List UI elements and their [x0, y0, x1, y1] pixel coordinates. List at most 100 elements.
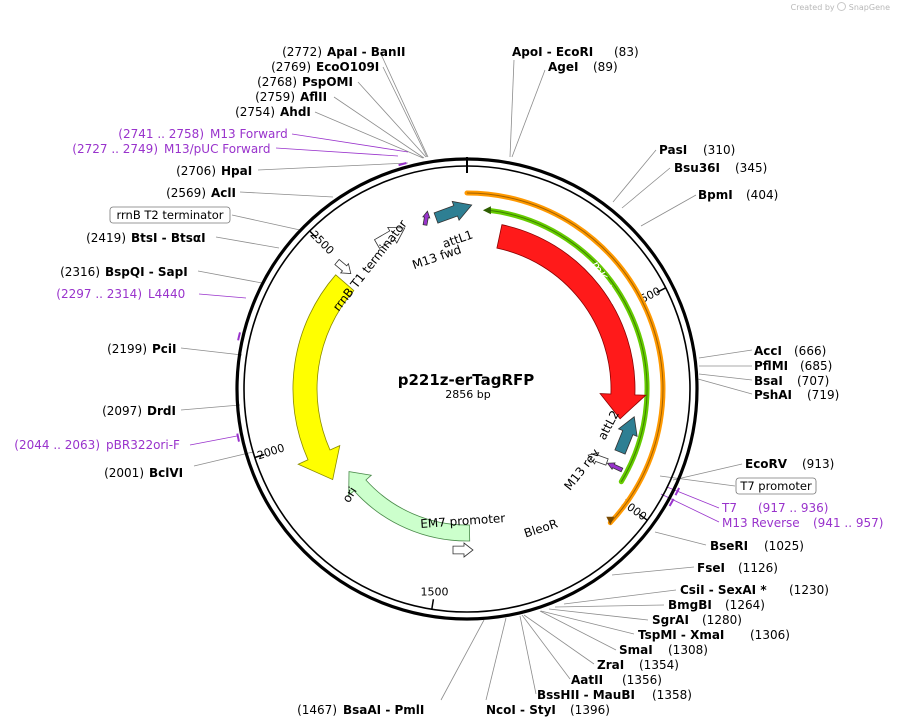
feature-label-m13-rev: M13 rev [561, 446, 602, 493]
site-bclvi: (2001) BclVI [104, 466, 183, 480]
site-bseri: BseRI(1025) [710, 539, 804, 553]
orange-feature-arc-core [466, 192, 664, 524]
site-agei: AgeI (89) [548, 60, 618, 74]
primer-pbr322ori-f: (2044 .. 2063)pBR322ori-F [14, 438, 180, 452]
primer-range: (917 .. 936) [758, 501, 828, 515]
site-position: (1358) [652, 688, 692, 702]
scale-tick-1500 [431, 599, 435, 610]
site-name: AflII [300, 90, 327, 104]
primer-range: (2727 .. 2749) [72, 142, 158, 156]
site-position: (2199) [107, 342, 147, 356]
scale-tick-2500 [309, 230, 318, 239]
m13-fwd-arrow [422, 210, 431, 226]
primer-m13-puc-forward: (2727 .. 2749)M13/pUC Forward [72, 142, 270, 156]
bleor-arrow [348, 471, 471, 542]
plasmid-name: p221z-erTagRFP [398, 371, 535, 389]
site-bspqi-sapi: (2316) BspQI - SapI [60, 265, 188, 279]
site-zrai: ZraI(1354) [597, 658, 679, 672]
site-apai-banii: (2772)ApaI - BanII [282, 45, 405, 59]
site-name: EcoRV [745, 457, 788, 471]
site-ncoi-styi: NcoI - StyI(1396) [486, 703, 610, 717]
site-name: BmgBI [668, 598, 712, 612]
site-hpai: (2706)HpaI [176, 164, 252, 178]
site-position: (1356) [622, 673, 662, 687]
site-name: PshAI [754, 388, 792, 402]
site-position: (89) [593, 60, 618, 74]
site-name: SmaI [619, 643, 653, 657]
site-name: BssHII - MauBI [537, 688, 635, 702]
site-name: AgeI [548, 60, 578, 74]
site-position: (1025) [764, 539, 804, 553]
site-name: DrdI [147, 404, 176, 418]
snapgene-logo-icon [837, 2, 847, 11]
site-position: (1126) [738, 561, 778, 575]
site-drdi: (2097)DrdI [102, 404, 176, 418]
feature-label-em7-promoter: EM7 promoter [420, 511, 506, 531]
attl2-arrow [614, 416, 638, 455]
primer-l4440: (2297 .. 2314)L4440 [56, 287, 185, 301]
primer-leader-lines [189, 133, 720, 523]
site-name: Bsu36I [674, 161, 720, 175]
site-bsshii-maubi: BssHII - MauBI (1358) [537, 688, 692, 702]
scale-tick-label: 2000 [256, 441, 287, 462]
primer-t7: T7(917 .. 936) [721, 501, 828, 515]
green-arc-head [482, 206, 491, 215]
feature-label-m13-fwd: M13 fwd [410, 242, 463, 272]
site-name: PasI [659, 143, 687, 157]
site-position: (2316) [60, 265, 100, 279]
site-pshai: PshAI(719) [754, 388, 839, 402]
site-position: (666) [794, 344, 826, 358]
site-position: (1230) [789, 583, 829, 597]
feature-label-attl2: attL2 [595, 408, 622, 442]
site-position: (2706) [176, 164, 216, 178]
right-enzyme-sites: ApoI - EcoRI(83) AgeI(89) PasI(310) Bsu3… [486, 45, 839, 717]
site-position: (2419) [86, 231, 126, 245]
orange-arc-head [606, 516, 615, 525]
site-name: PspOMI [302, 75, 353, 89]
t7-promoter-arrow [587, 452, 609, 466]
site-bsai: BsaI(707) [754, 374, 829, 388]
site-pcii: (2199)PciI [107, 342, 176, 356]
primer-range: (2044 .. 2063) [14, 438, 100, 452]
site-name: ZraI [597, 658, 624, 672]
site-name: BtsI - BtsαI [131, 231, 206, 245]
site-position: (2569) [166, 186, 206, 200]
site-position: (2772) [282, 45, 322, 59]
site-name: BsaI [754, 374, 783, 388]
primer-m13-reverse: M13 Reverse(941 .. 957) [722, 516, 883, 530]
site-name: AatII [571, 673, 603, 687]
site-bmgbi: BmgBI(1264) [668, 598, 765, 612]
m13-rev-arrow [606, 462, 624, 473]
primer-mark-t7 [674, 487, 681, 496]
site-position: (2001) [104, 466, 144, 480]
rrnb-t2-terminator-label: rrnB T2 terminator [117, 208, 224, 222]
green-feature-arc-core [488, 209, 648, 482]
site-name: SgrAI [652, 613, 689, 627]
scale-tick-500 [656, 287, 667, 294]
scale-tick-1000 [638, 513, 648, 521]
site-position: (345) [735, 161, 767, 175]
site-name: AccI [754, 344, 782, 358]
feature-layer [236, 162, 681, 558]
site-acli: (2569)AclI [166, 186, 236, 200]
primer-mark-l4440 [237, 332, 241, 341]
left-primers: (2741 .. 2758)M13 Forward (2727 .. 2749)… [14, 127, 287, 452]
site-ecoo109i: (2769)EcoO109I [271, 60, 379, 74]
left-enzyme-sites: (2772)ApaI - BanII (2769)EcoO109I (2768)… [60, 45, 405, 480]
primer-m13-forward: (2741 .. 2758)M13 Forward [118, 127, 287, 141]
leader-lines [180, 51, 753, 701]
site-name: ApoI - EcoRI [512, 45, 593, 59]
mkate2-arrow [496, 224, 647, 420]
watermark-brand: SnapGene [848, 3, 890, 12]
primer-mark-m13-reverse [668, 498, 675, 507]
site-name: BspQI - SapI [105, 265, 188, 279]
site-bsaai-pmli: (1467)BsaAI - PmlI [297, 703, 424, 717]
site-name: BclVI [149, 466, 183, 480]
site-name: CsiI - SexAI * [680, 583, 767, 597]
site-name: PflMI [754, 359, 788, 373]
rrnb-t1-terminator-arrow [373, 226, 406, 249]
site-bsu36i: Bsu36I (345) [674, 161, 767, 175]
primer-name: L4440 [148, 287, 185, 301]
site-position: (1280) [702, 613, 742, 627]
